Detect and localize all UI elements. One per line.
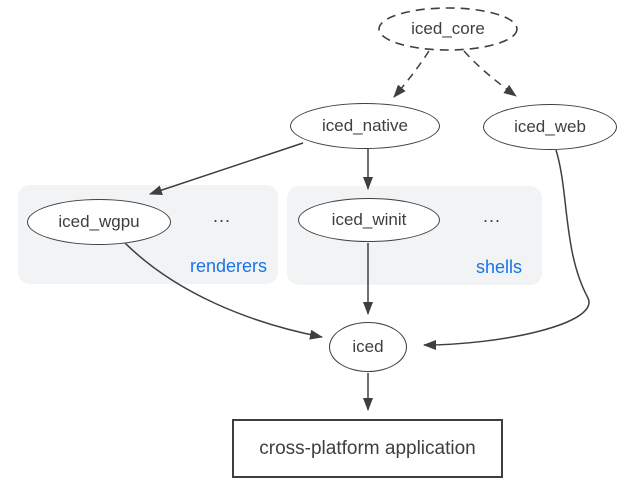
node-iced: iced [329,322,407,372]
node-iced-label: iced [352,337,384,356]
node-iced-native: iced_native [290,103,440,149]
node-app-label: cross-platform application [259,437,476,459]
renderers-ellipsis-more: ... [213,206,232,226]
node-iced-winit: iced_winit [298,198,440,242]
group-label-shells: shells [475,257,522,277]
node-cross-platform-application: cross-platform application [232,419,503,478]
edge-iced-core-to-iced-native [393,50,430,98]
node-iced-wgpu: iced_wgpu [27,199,171,245]
group-label-renderers: renderers [189,256,267,276]
shells-ellipsis-more: ... [483,206,502,226]
node-iced-winit-label: iced_winit [331,210,407,229]
node-iced-web: iced_web [483,104,617,150]
node-iced-core: iced_core [378,8,518,50]
node-iced-web-label: iced_web [514,117,586,136]
node-iced-wgpu-label: iced_wgpu [58,212,140,231]
edge-iced-core-to-iced-web [463,50,517,97]
node-iced-core-label: iced_core [411,19,485,38]
node-iced-native-label: iced_native [321,116,408,135]
